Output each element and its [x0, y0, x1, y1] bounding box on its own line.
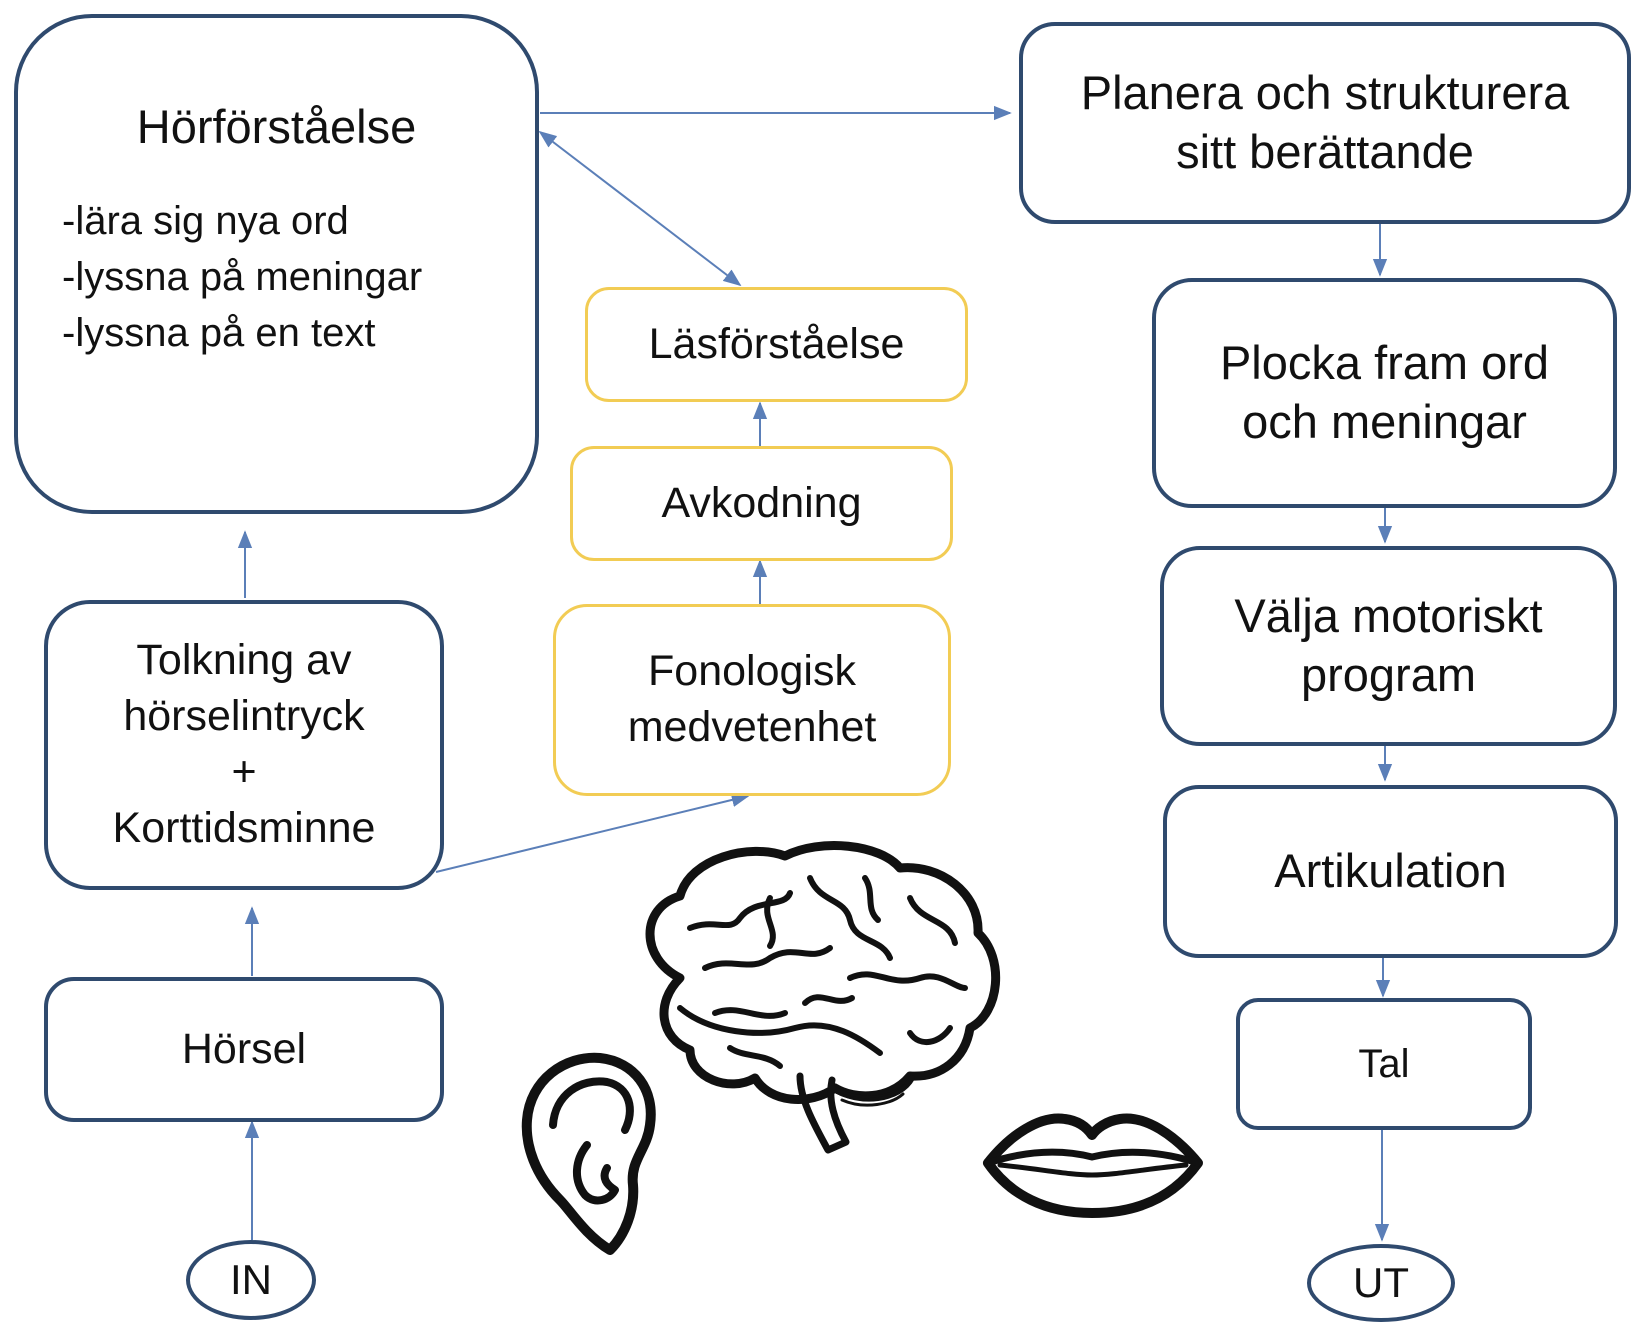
ut-label: UT: [1353, 1259, 1409, 1306]
tolkning-line: Korttidsminne: [112, 803, 376, 852]
arrow-tolkning-to-fonologisk: [435, 792, 750, 873]
lasforstaelse-box: Läsförståelse: [585, 287, 968, 402]
ut-oval: UT: [1307, 1244, 1455, 1322]
fonologisk-line: Fonologisk: [648, 647, 856, 696]
lips-icon: [983, 1113, 1203, 1218]
in-oval: IN: [186, 1240, 316, 1320]
avkodning-label: Avkodning: [661, 478, 862, 527]
horforstaelse-title: Hörförståelse: [136, 100, 417, 153]
tolkning-box: Tolkning av hörselintryck + Korttidsminn…: [44, 600, 444, 890]
planera-line: sitt berättande: [1176, 125, 1474, 178]
horsel-label: Hörsel: [181, 1024, 307, 1073]
planera-line: Planera och strukturera: [1080, 66, 1570, 120]
list-item: -lyssna på en text: [62, 310, 376, 355]
artikulation-label: Artikulation: [1274, 844, 1507, 898]
valja-line: Välja motoriskt: [1234, 589, 1543, 643]
tolkning-line: hörselintryck: [123, 692, 365, 741]
valja-box: Välja motoriskt program: [1160, 546, 1617, 746]
artikulation-box: Artikulation: [1163, 785, 1618, 958]
fonologisk-line: medvetenhet: [627, 703, 877, 751]
tal-box: Tal: [1236, 998, 1532, 1130]
arrow-horforstaelse-lasforstaelse: [538, 130, 742, 287]
brain-icon: [645, 841, 1001, 1154]
ear-icon: [521, 1052, 656, 1255]
plocka-box: Plocka fram ord och meningar: [1152, 278, 1617, 508]
valja-line: program: [1300, 648, 1476, 701]
tolkning-plus: +: [231, 748, 257, 796]
horsel-box: Hörsel: [44, 977, 444, 1122]
avkodning-box: Avkodning: [570, 446, 953, 561]
list-item: -lära sig nya ord: [62, 198, 349, 243]
plocka-line: Plocka fram ord: [1219, 336, 1550, 390]
list-item: -lyssna på meningar: [62, 254, 423, 299]
planera-box: Planera och strukturera sitt berättande: [1019, 22, 1631, 224]
horforstaelse-box: Hörförståelse -lära sig nya ord -lyssna …: [14, 14, 539, 514]
fonologisk-box: Fonologisk medvetenhet: [553, 604, 951, 796]
tal-label: Tal: [1358, 1041, 1410, 1086]
horforstaelse-list: -lära sig nya ord -lyssna på meningar -l…: [18, 193, 535, 361]
tolkning-line: Tolkning av: [136, 636, 352, 685]
in-label: IN: [230, 1256, 272, 1303]
plocka-line: och meningar: [1242, 395, 1527, 448]
lasforstaelse-label: Läsförståelse: [648, 319, 905, 368]
